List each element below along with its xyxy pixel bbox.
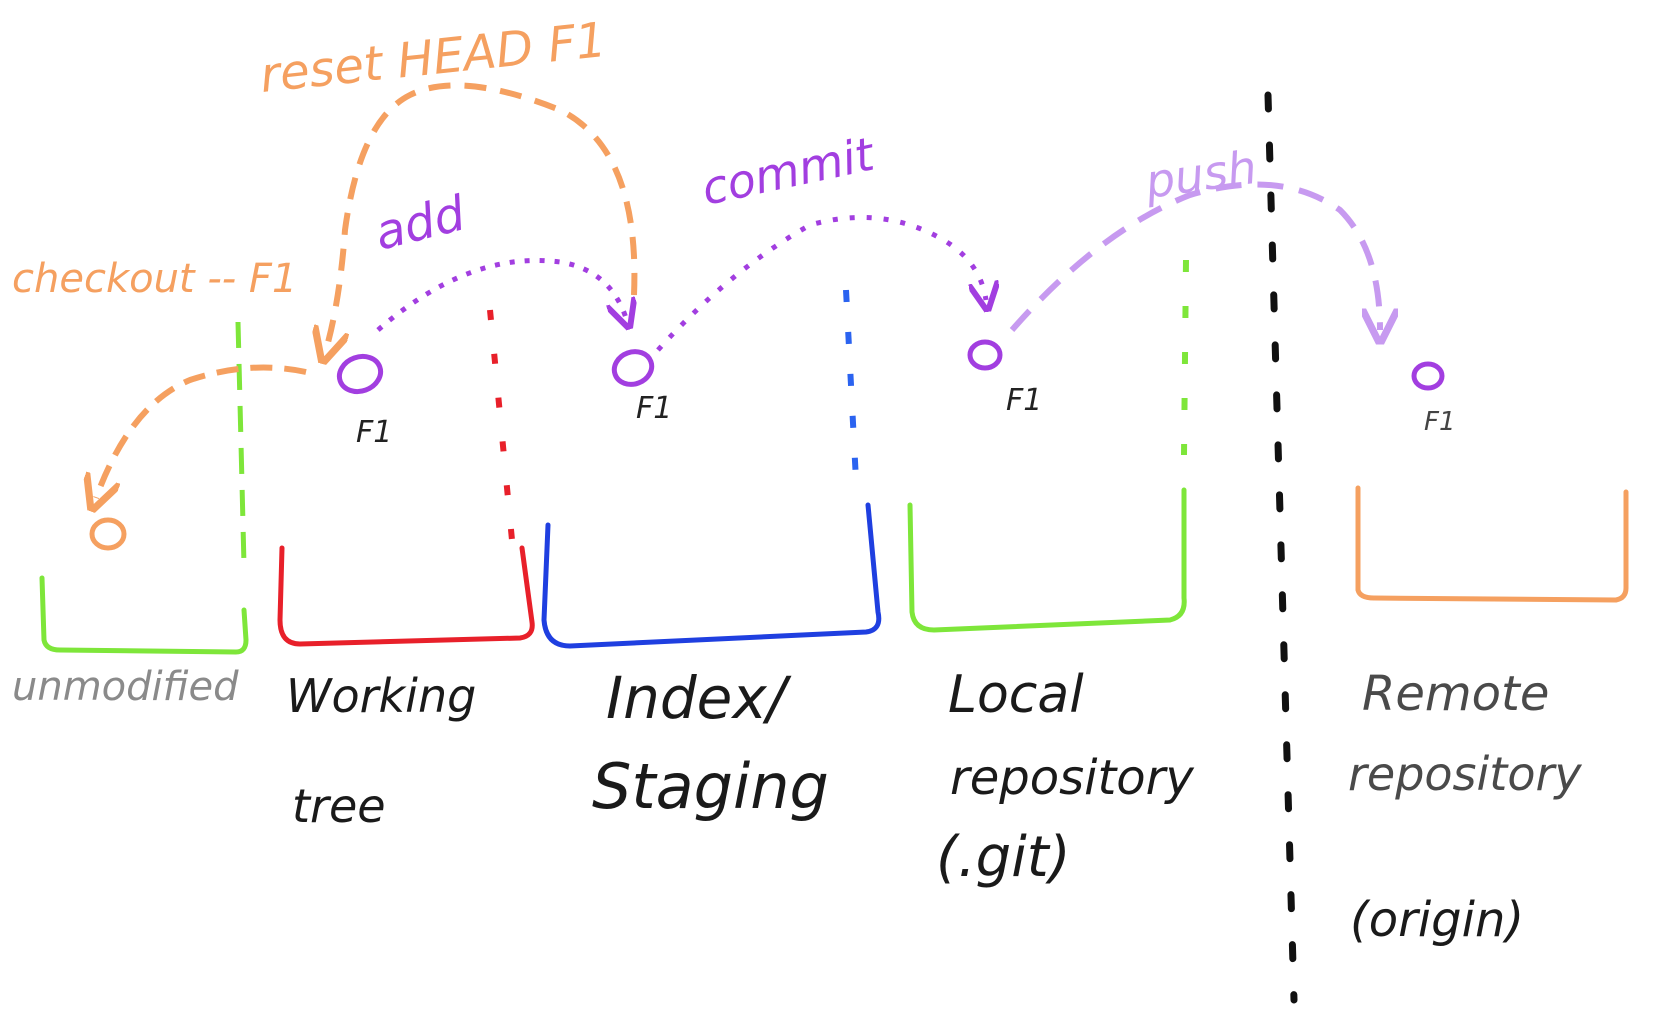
label-add: add xyxy=(369,185,471,261)
arrow-add xyxy=(376,257,626,330)
svg-text:repository: repository xyxy=(950,750,1194,806)
svg-text:unmodified: unmodified xyxy=(12,664,239,710)
area-bracket-local xyxy=(907,487,1187,633)
svg-text:Working: Working xyxy=(286,669,476,723)
file-marker-working: F1 xyxy=(336,353,392,450)
area-label-remote: Remote repository (origin) xyxy=(1348,666,1582,948)
area-bracket-working xyxy=(277,545,535,647)
label-checkout: checkout -- F1 xyxy=(12,256,297,302)
file-label-working: F1 xyxy=(356,415,392,450)
svg-text:(origin): (origin) xyxy=(1350,892,1524,948)
arrow-reset-head xyxy=(326,82,638,350)
area-label-local: Local repository (.git) xyxy=(936,665,1194,890)
svg-text:Remote: Remote xyxy=(1362,666,1549,722)
svg-text:repository: repository xyxy=(1348,747,1582,801)
area-bracket-remote xyxy=(1355,485,1629,603)
file-label-remote: F1 xyxy=(1424,407,1456,437)
arrow-checkout xyxy=(96,364,307,499)
boundary-working-index xyxy=(487,309,515,541)
area-bracket-unmodified xyxy=(39,575,249,655)
area-label-working: Working tree xyxy=(286,669,476,833)
svg-text:(.git): (.git) xyxy=(936,825,1071,890)
boundary-local-remote xyxy=(1181,259,1189,456)
area-label-index: Index/ Staging xyxy=(592,664,829,823)
boundary-unmodified-working xyxy=(235,321,247,566)
label-commit: commit xyxy=(697,126,880,215)
file-label-local: F1 xyxy=(1006,383,1042,418)
area-bracket-index xyxy=(541,502,882,649)
file-marker-unmodified xyxy=(89,517,127,551)
area-label-unmodified: unmodified xyxy=(12,664,239,710)
file-label-index: F1 xyxy=(636,391,672,426)
svg-text:Staging: Staging xyxy=(592,750,829,823)
file-marker-local: F1 xyxy=(967,339,1042,418)
network-separator-line xyxy=(1264,91,1298,1004)
arrow-commit xyxy=(656,215,986,352)
label-push: push xyxy=(1141,140,1260,209)
svg-text:tree: tree xyxy=(292,779,386,833)
file-marker-index: F1 xyxy=(611,349,672,426)
arrow-push xyxy=(1009,181,1380,330)
file-marker-remote: F1 xyxy=(1411,361,1456,437)
svg-text:Local: Local xyxy=(948,665,1084,725)
boundary-index-local xyxy=(843,289,859,481)
svg-text:Index/: Index/ xyxy=(606,664,792,732)
